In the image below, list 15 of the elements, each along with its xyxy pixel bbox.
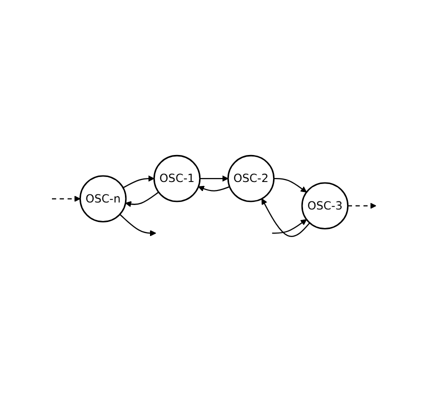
arrow <box>122 176 154 189</box>
node-circle <box>227 155 275 202</box>
arrow <box>272 219 307 234</box>
arrow <box>52 196 80 202</box>
arrow <box>274 178 307 193</box>
arrow <box>198 186 230 192</box>
node-circle <box>153 155 201 202</box>
arrow <box>262 198 310 238</box>
arrow <box>119 214 156 237</box>
node-circle <box>79 176 127 223</box>
arrow <box>200 176 228 182</box>
arrow <box>125 192 159 208</box>
arrow <box>348 203 376 210</box>
node-circle <box>301 182 349 230</box>
oscillator-ring-diagram: OSC-n OSC-1 OSC-2 OSC-3 <box>4 150 424 250</box>
